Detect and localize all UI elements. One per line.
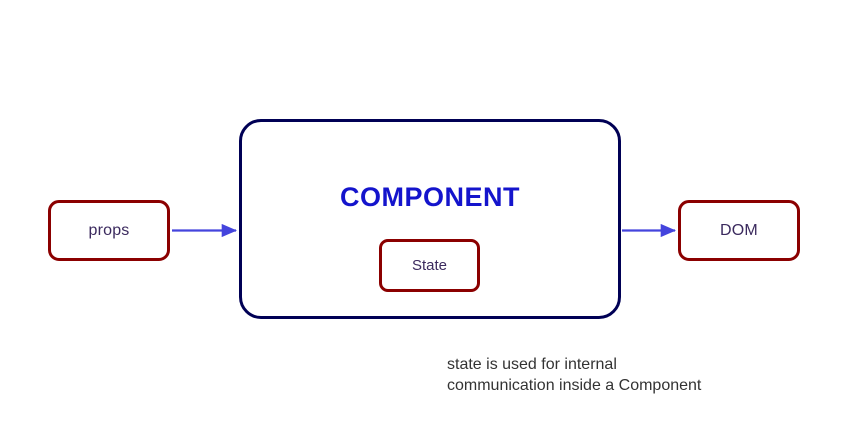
props-label: props [88,221,130,239]
dom-box: DOM [678,200,800,261]
component-title: COMPONENT [340,182,520,212]
props-box: props [48,200,170,261]
dom-label: DOM [720,221,758,239]
state-label: State [411,257,448,274]
caption-text: state is used for internal communication… [447,356,702,394]
state-box: State [379,239,480,292]
